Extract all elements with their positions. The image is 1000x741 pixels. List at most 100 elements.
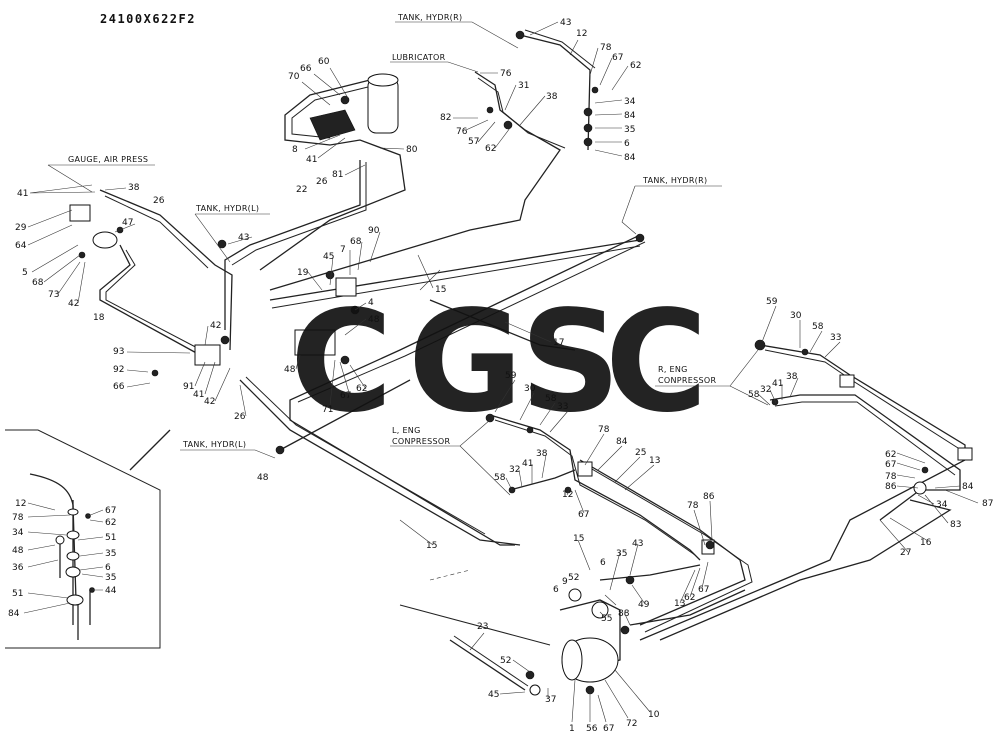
callout: 47 xyxy=(122,218,133,228)
callout: 42 xyxy=(68,299,79,309)
callout: 48 xyxy=(368,315,380,325)
callout: 90 xyxy=(368,226,380,236)
callout: 80 xyxy=(406,145,418,155)
callout: 34 xyxy=(624,97,636,107)
callout: 12 xyxy=(576,29,587,39)
callout: 81 xyxy=(332,170,343,180)
callout: 22 xyxy=(296,185,307,195)
caption-r-eng-1: R, ENG xyxy=(658,365,688,374)
caption-tank-hydr-r-mid: TANK, HYDR(R) xyxy=(642,176,707,185)
callout: 66 xyxy=(300,64,312,74)
callout: 26 xyxy=(234,412,246,422)
callout: 72 xyxy=(626,719,637,729)
callout: 67 xyxy=(105,506,116,516)
callout: 73 xyxy=(48,290,59,300)
callout: 35 xyxy=(624,125,635,135)
callout: 78 xyxy=(600,43,612,53)
callout: 41 xyxy=(306,155,317,165)
callout: 38 xyxy=(536,449,548,459)
callout: 30 xyxy=(524,384,536,394)
callout: 59 xyxy=(505,371,517,381)
caption-l-eng-1: L, ENG xyxy=(392,426,421,435)
callout: 67 xyxy=(885,460,896,470)
callout: 27 xyxy=(900,548,911,558)
callout: 67 xyxy=(578,510,589,520)
watermark: C G S C xyxy=(290,281,708,444)
caption-gauge-air-press: GAUGE, AIR PRESS xyxy=(68,155,148,164)
callout: 71 xyxy=(322,405,333,415)
callout: 76 xyxy=(456,127,468,137)
callout: 78 xyxy=(687,501,699,511)
callout: 58 xyxy=(748,390,760,400)
callout: 41 xyxy=(522,459,533,469)
callout: 59 xyxy=(766,297,778,307)
callout: 8 xyxy=(292,145,298,155)
callout: 35 xyxy=(616,549,627,559)
mount-bracket xyxy=(309,109,356,141)
components xyxy=(69,30,973,696)
r-compressor-fitting xyxy=(839,374,855,388)
callout: 6 xyxy=(600,558,606,568)
valve-block xyxy=(335,277,357,297)
l-compressor-fitting xyxy=(577,461,593,477)
callout: 62 xyxy=(684,593,695,603)
callout: 66 xyxy=(113,382,125,392)
callout: 45 xyxy=(488,690,499,700)
callout: 6 xyxy=(105,563,111,573)
callout: 6 xyxy=(624,139,630,149)
callout: 78 xyxy=(598,425,610,435)
callout: 36 xyxy=(12,563,24,573)
callout: 34 xyxy=(12,528,24,538)
caption-lubricator: LUBRICATOR xyxy=(392,53,446,62)
callout: 84 xyxy=(624,111,636,121)
watermark-letter-4: C xyxy=(605,281,708,444)
callout: 32 xyxy=(760,385,771,395)
callout: 48 xyxy=(257,473,269,483)
callout: 58 xyxy=(494,473,506,483)
callout: 26 xyxy=(316,177,328,187)
callout: 13 xyxy=(674,599,685,609)
callout: 93 xyxy=(113,347,124,357)
callouts: 43 12 78 67 62 34 84 35 6 84 76 31 38 82… xyxy=(8,18,993,734)
callout: 67 xyxy=(603,724,614,734)
callout: 62 xyxy=(356,384,367,394)
callout: 15 xyxy=(426,541,437,551)
callout: 35 xyxy=(105,573,116,583)
caption-r-eng-2: CONPRESSOR xyxy=(658,376,716,385)
callout: 62 xyxy=(105,518,116,528)
callout: 52 xyxy=(568,573,579,583)
caption-tank-hydr-l-bot: TANK, HYDR(L) xyxy=(182,440,246,449)
callout: 4 xyxy=(368,298,374,308)
callout: 43 xyxy=(238,233,249,243)
callout: 58 xyxy=(545,394,557,404)
callout: 55 xyxy=(601,614,612,624)
callout: 86 xyxy=(885,482,897,492)
callout: 6 xyxy=(553,585,559,595)
callout: 52 xyxy=(500,656,511,666)
callout: 10 xyxy=(648,710,660,720)
callout: 15 xyxy=(435,285,446,295)
callout: 84 xyxy=(624,153,636,163)
callout: 48 xyxy=(284,365,296,375)
callout: 78 xyxy=(885,472,897,482)
callout: 38 xyxy=(546,92,558,102)
callout: 44 xyxy=(105,586,117,596)
callout: 43 xyxy=(560,18,571,28)
callout: 78 xyxy=(12,513,24,523)
callout: 84 xyxy=(962,482,974,492)
caption-tank-hydr-l-top: TANK, HYDR(L) xyxy=(195,204,259,213)
callout: 9 xyxy=(562,577,568,587)
callout: 84 xyxy=(8,609,20,619)
callout: 76 xyxy=(500,69,512,79)
callout: 62 xyxy=(485,144,496,154)
manifold-block xyxy=(294,329,336,356)
callout: 35 xyxy=(105,549,116,559)
callout: 83 xyxy=(950,520,961,530)
watermark-letter-2: G xyxy=(408,281,523,444)
detail-inset xyxy=(5,429,171,649)
pipe-network xyxy=(99,29,966,691)
callout: 33 xyxy=(557,402,568,412)
callout: 41 xyxy=(17,189,28,199)
